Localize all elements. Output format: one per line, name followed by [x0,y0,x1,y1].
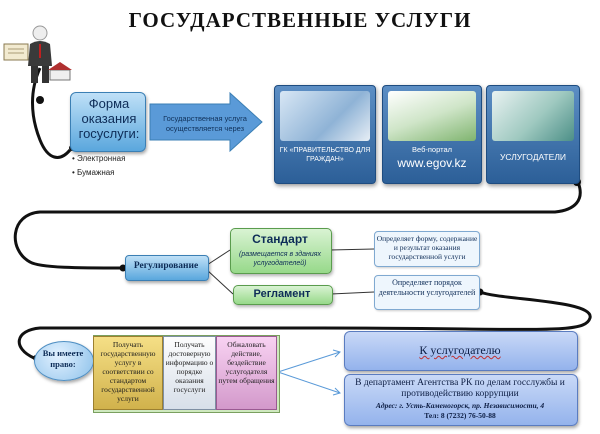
service-form-list: Электронная Бумажная [72,152,125,180]
arrow-label: Государственная услуга осуществляется че… [163,114,247,133]
right-item: Получать государственную услугу в соотве… [93,336,163,410]
channel-label: ГК «ПРАВИТЕЛЬСТВО ДЛЯ ГРАЖДАН» [279,147,371,163]
right-item: Получать достоверную информацию о порядк… [163,336,216,410]
office-photo-icon [280,91,370,141]
destination-address: Адрес: г. Усть-Каменогорск, пр. Независи… [375,401,545,410]
channel-label: УСЛУГОДАТЕЛИ [499,152,567,162]
channel-web-portal: Веб-портал www.egov.kz [382,85,482,184]
standard-label: Стандарт [252,232,308,246]
channel-sublabel: Веб-портал [411,145,453,154]
document-photo-icon [388,91,476,141]
destination-phone: Тел: 8 (7232) 76-50-88 [424,411,496,420]
standard-box [230,228,332,274]
destination-provider-box [344,331,578,371]
right-item: Обжаловать действие, бездействие услугод… [216,336,277,410]
reglament-box [233,285,333,305]
service-form-box [70,92,146,152]
destination-provider-label: К услугодателю [419,343,501,357]
regulation-box [125,255,209,281]
service-form-item: Электронная [72,152,125,166]
service-form-label: Форма оказания госуслуги: [78,96,140,141]
consultant-photo-icon [492,91,574,141]
destination-agency-label: В департамент Агентства РК по делам госс… [355,378,565,399]
channel-service-providers: УСЛУГОДАТЕЛИ [486,85,580,184]
destination-agency-box [344,374,578,426]
channel-label: www.egov.kz [397,156,467,170]
regulation-label: Регулирование [133,261,199,271]
reglament-label: Регламент [253,288,311,300]
channel-government-for-citizens: ГК «ПРАВИТЕЛЬСТВО ДЛЯ ГРАЖДАН» [274,85,376,184]
businessman-icon [3,25,72,83]
reglament-note: Определяет порядок деятельности услугода… [374,275,480,310]
service-form-item: Бумажная [72,166,125,180]
standard-note: Определяет форму, содержание и результат… [374,231,480,267]
rights-label: Вы имеете право: [42,348,84,369]
standard-sublabel: (размещается в зданиях услугодателей) [238,251,322,267]
page-title: ГОСУДАРСТВЕННЫЕ УСЛУГИ [128,8,472,32]
